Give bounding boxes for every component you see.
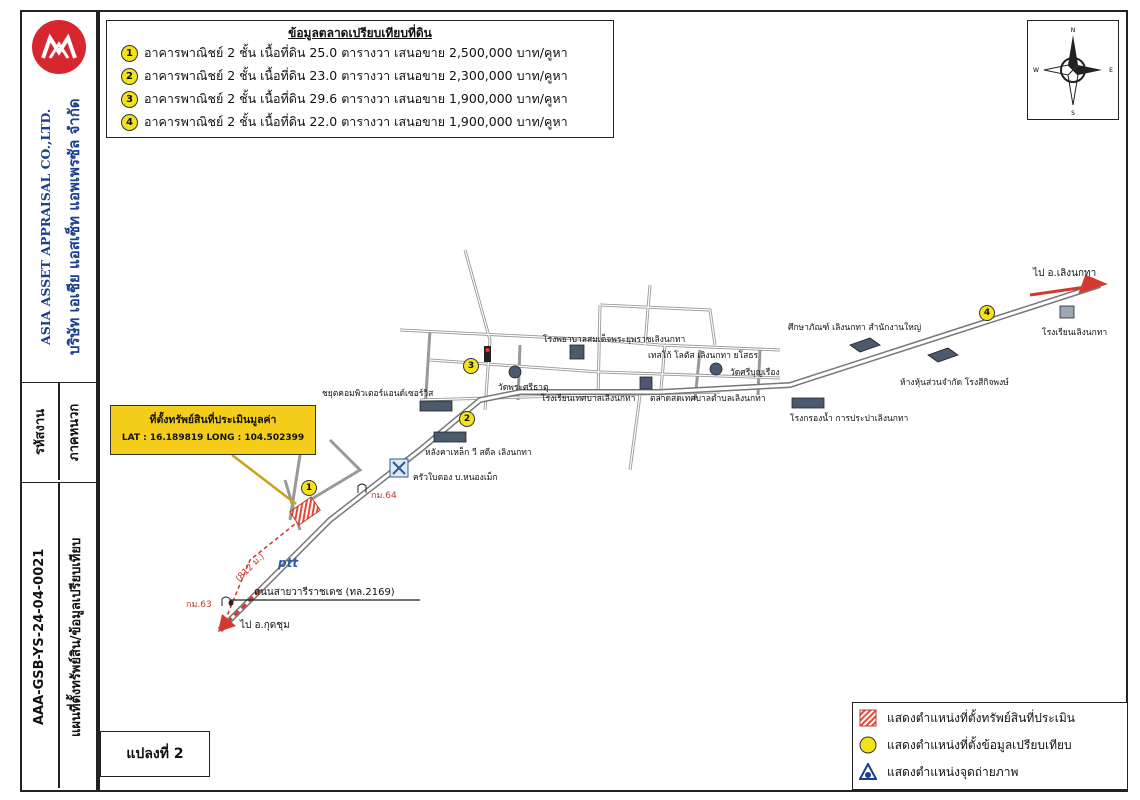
compass-rose-icon: N S E W: [1033, 27, 1113, 117]
compass-w: W: [1033, 67, 1039, 74]
legend-label: แสดงตำแหน่งจุดถ่ายภาพ: [887, 764, 1019, 779]
main-road: [217, 282, 1101, 633]
legend-box: แสดงตำแหน่งที่ตั้งทรัพย์สินที่ประเมิน แส…: [852, 702, 1128, 790]
plot-label: แปลงที่ 2: [100, 731, 210, 777]
market-item: 2 อาคารพาณิชย์ 2 ชั้น เนื้อที่ดิน 23.0 ต…: [121, 66, 568, 86]
yellow-circle-icon: [859, 736, 877, 754]
market-item-text: อาคารพาณิชย์ 2 ชั้น เนื้อที่ดิน 25.0 ตาร…: [144, 45, 568, 60]
market-item-text: อาคารพาณิชย์ 2 ชั้น เนื้อที่ดิน 23.0 ตาร…: [144, 68, 568, 83]
hospital-label: โรงพยาบาลสมเด็จพระยุพราชเลิงนกทา: [543, 335, 686, 345]
marker-number-icon: 2: [121, 67, 138, 85]
marker-number-icon: 4: [121, 113, 138, 131]
school-right-label: โรงเรียนเลิงนกทา: [1042, 328, 1108, 338]
doc-cell: แผนที่ตั้งทรัพย์สิน/ข้อมูลเปรียบเทียบ AA…: [22, 482, 96, 790]
legend-label: แสดงตำแหน่งที่ตั้งทรัพย์สินที่ประเมิน: [887, 710, 1075, 725]
restaurant-icon: [389, 458, 409, 478]
marker-number-icon: 3: [121, 90, 138, 108]
compass-s: S: [1071, 110, 1075, 117]
compass-e: E: [1109, 67, 1113, 74]
marker-number-icon: 1: [121, 44, 138, 62]
hatched-square-icon: [859, 709, 877, 727]
buildings: [419, 305, 1075, 443]
market-item-text: อาคารพาณิชย์ 2 ชั้น เนื้อที่ดิน 29.6 ตาร…: [144, 91, 568, 106]
computer-shop-label: ชยุตคอมพิวเตอร์แอนด์เซอร์วิส: [322, 389, 434, 399]
subject-property: [289, 496, 321, 526]
market-item: 3 อาคารพาณิชย์ 2 ชั้น เนื้อที่ดิน 29.6 ต…: [121, 89, 568, 109]
legend-item: แสดงตำแหน่งที่ตั้งทรัพย์สินที่ประเมิน: [859, 707, 1075, 729]
km-post-icon: [221, 483, 367, 606]
rice-mill-label: ห้างหุ้นส่วนจำกัด โรงสีกิจพงษ์: [900, 378, 1009, 388]
cell-divider: [58, 382, 60, 480]
comparable-marker-2: 2: [459, 411, 475, 427]
compass-n: N: [1071, 27, 1076, 34]
callout-coords: LAT : 16.189819 LONG : 104.502399: [121, 433, 305, 443]
legend-item: แสดงตำแหน่งที่ตั้งข้อมูลเปรียบเทียบ: [859, 734, 1072, 756]
ptt-logo: ptt: [278, 556, 299, 570]
restaurant-label: ครัวใบตอง บ.หนองเม็ก: [413, 473, 498, 483]
km63-label: กม.63: [186, 600, 212, 610]
comparable-marker-4: 4: [979, 305, 995, 321]
cell-divider: [58, 482, 60, 788]
comparable-marker-3: 3: [463, 358, 479, 374]
comparable-marker-1: 1: [301, 480, 317, 496]
market-item-text: อาคารพาณิชย์ 2 ชั้น เนื้อที่ดิน 22.0 ตาร…: [144, 114, 568, 129]
steel-shop-label: หลังคาเหล็ก วี สตีล เลิงนกทา: [425, 448, 532, 458]
wat-phra-label: วัดพระศรีธาตุ: [498, 383, 549, 393]
callout-pointer: [231, 454, 297, 505]
legend-item: แสดงตำแหน่งจุดถ่ายภาพ: [859, 761, 1018, 783]
km64-label: กม.64: [371, 491, 397, 501]
market-item: 1 อาคารพาณิชย์ 2 ชั้น เนื้อที่ดิน 25.0 ต…: [121, 43, 568, 63]
market-item: 4 อาคารพาณิชย์ 2 ชั้น เนื้อที่ดิน 22.0 ต…: [121, 112, 568, 132]
to-north-label: ไป อ.เลิงนกทา: [1033, 268, 1097, 279]
legend-label: แสดงตำแหน่งที่ตั้งข้อมูลเปรียบเทียบ: [887, 737, 1072, 752]
to-south-label: ไป อ.กุดชุม: [240, 620, 290, 631]
tesco-label: เทสโก้ โลตัส เลิงนกทา ยโสธร: [648, 351, 759, 361]
edu-shop-label: ศึกษาภัณฑ์ เลิงนกทา สำนักงานใหญ่: [788, 323, 922, 333]
company-logo: [32, 20, 86, 74]
road-name-label: ถนนสายวารีราชเดช (ทล.2169): [254, 587, 395, 598]
wat-si-label: วัดศรีบุญเรือง: [730, 368, 780, 378]
water-plant-label: โรงกรองน้ำ การประปาเลิงนกทา: [790, 414, 909, 424]
map-frame: [98, 10, 1128, 792]
market-comparison-box: ข้อมูลตลาดเปรียบเทียบที่ดิน 1 อาคารพาณิช…: [106, 20, 614, 138]
market-label: ตลาดสดเทศบาลตำบลเลิงนกทา: [650, 394, 766, 404]
title-block: บริษัท เอเชีย แอสเซ็ท แอพเพรซัล จำกัด AS…: [20, 10, 98, 792]
school-mun-label: โรงเรียนเทศบาลเลิงนกทา: [541, 394, 636, 404]
compass-box: N S E W: [1027, 20, 1119, 120]
market-title: ข้อมูลตลาดเปรียบเทียบที่ดิน: [288, 26, 432, 40]
photo-point-icon: [859, 763, 877, 780]
subject-callout: ที่ตั้งทรัพย์สินที่ประเมินมูลค่า LAT : 1…: [110, 405, 316, 455]
traffic-light-icon: [484, 346, 491, 362]
callout-title: ที่ตั้งทรัพย์สินที่ประเมินมูลค่า: [149, 414, 277, 426]
